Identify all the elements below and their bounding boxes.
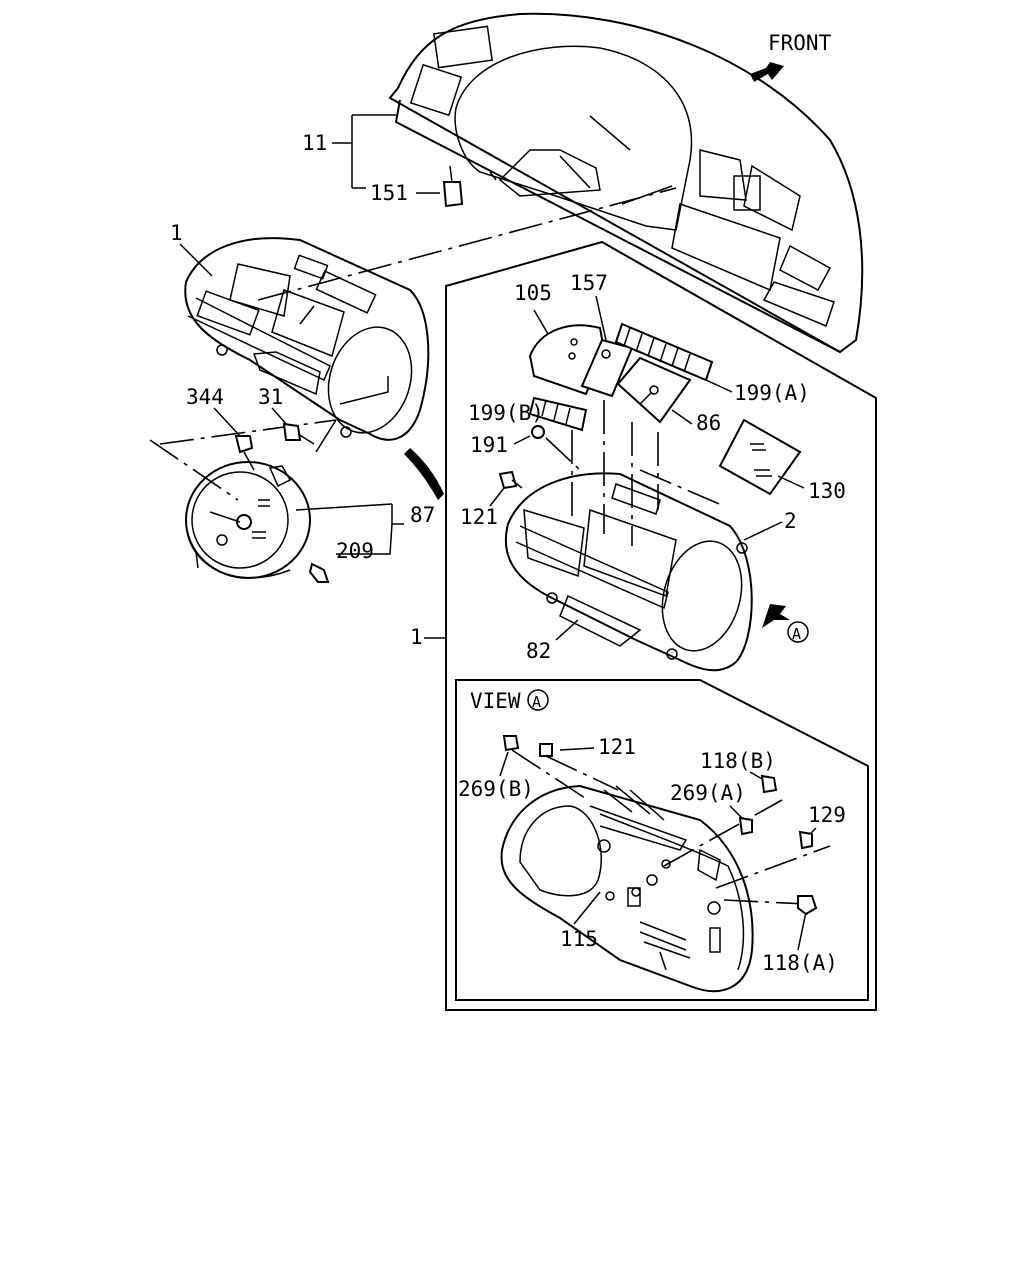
exploded-view-frame [445,240,877,1011]
svg-text:2: 2 [784,509,797,533]
svg-text:157: 157 [570,271,608,295]
cluster-assembly-assembled [184,237,430,441]
screw-269b-icon [502,735,520,752]
leader-view-1 [511,749,589,801]
svg-text:105: 105 [514,281,552,305]
speedo-panel-86 [616,356,692,424]
svg-text:121: 121 [598,735,636,759]
svg-text:A: A [792,625,801,643]
curved-arrow-icon [404,448,444,500]
screw-31-icon [282,422,302,441]
screw-129-icon [798,830,813,850]
svg-text:199(A): 199(A) [734,381,810,405]
leader-view-5 [723,899,807,905]
svg-text:1: 1 [410,625,423,649]
callout-105: 105 [514,281,552,335]
cluster-case-2 [504,472,753,672]
nut-118a-icon [797,895,818,916]
speedometer-gauge [185,461,311,579]
leader-hood-to-cluster [257,187,677,301]
callout-82: 82 [526,619,579,663]
svg-text:199(B): 199(B) [468,401,544,425]
view-a-arrow-icon [762,604,790,628]
svg-text:115: 115 [560,927,598,951]
callout-115: 115 [560,891,601,951]
svg-text:87: 87 [410,503,435,527]
svg-text:1: 1 [170,221,183,245]
front-direction-indicator: FRONT [750,31,832,82]
leader-view-2 [545,755,619,791]
leader-v6 [639,469,725,507]
svg-text:31: 31 [258,385,283,409]
callout-199b: 199(B) [468,401,544,425]
callout-269a: 269(A) [670,781,753,836]
callout-199a: 199(A) [705,379,810,405]
callout-129: 129 [798,803,846,850]
leader-v5 [545,437,581,471]
svg-text:129: 129 [808,803,846,827]
view-a-frame: VIEW A [455,679,869,1001]
leader-gauge-right [159,419,337,445]
svg-text:151: 151 [370,181,408,205]
leader-view-4 [715,845,831,889]
front-label: FRONT [768,31,832,55]
screw-121v-icon [539,743,553,757]
callout-121-view: 121 [502,735,636,759]
callout-130: 130 [777,475,846,503]
indicator-strip-199b [528,396,588,432]
callout-86: 86 [671,409,721,435]
lens-130 [718,418,802,496]
clip-part-151 [442,181,464,208]
cluster-hood [388,12,864,354]
svg-text:118(B): 118(B) [700,749,776,773]
svg-text:344: 344 [186,385,224,409]
leader-gauge-left [149,439,239,501]
svg-text:A: A [532,693,541,711]
callout-344: 344 [186,385,255,471]
cluster-rear-view [500,784,754,993]
screw-269a-icon [738,816,753,836]
svg-text:269(B): 269(B) [458,777,534,801]
callout-157: 157 [570,271,608,341]
front-arrow-icon [750,62,784,82]
svg-text:86: 86 [696,411,721,435]
bulb-209-icon [308,562,330,583]
callout-1-top: 1 [170,221,213,277]
svg-text:209: 209 [336,539,374,563]
svg-text:82: 82 [526,639,551,663]
screw-121-icon [498,470,518,490]
svg-text:191: 191 [470,433,508,457]
view-a-pointer: A [762,604,809,643]
leader-view-3 [663,799,783,867]
svg-text:130: 130 [808,479,846,503]
callout-209: 209 [308,523,393,583]
callout-121: 121 [460,470,523,529]
callout-31: 31 [258,385,337,453]
screw-118b-icon [760,774,778,794]
svg-text:121: 121 [460,505,498,529]
callout-191: 191 [470,425,545,457]
callout-118b: 118(B) [700,749,778,794]
bulb-191-icon [531,425,545,439]
callout-1-side: 1 [410,625,446,649]
callout-87: 87 [295,503,435,527]
screw-344-icon [234,435,254,454]
callout-11: 11 [302,114,396,189]
svg-text:118(A): 118(A) [762,951,838,975]
callout-269b: 269(B) [458,751,534,801]
callout-2: 2 [743,509,797,541]
callout-118a: 118(A) [762,895,838,975]
svg-text:11: 11 [302,131,327,155]
callout-151: 151 [370,165,464,208]
svg-text:269(A): 269(A) [670,781,746,805]
view-a-title: VIEW [470,689,521,713]
